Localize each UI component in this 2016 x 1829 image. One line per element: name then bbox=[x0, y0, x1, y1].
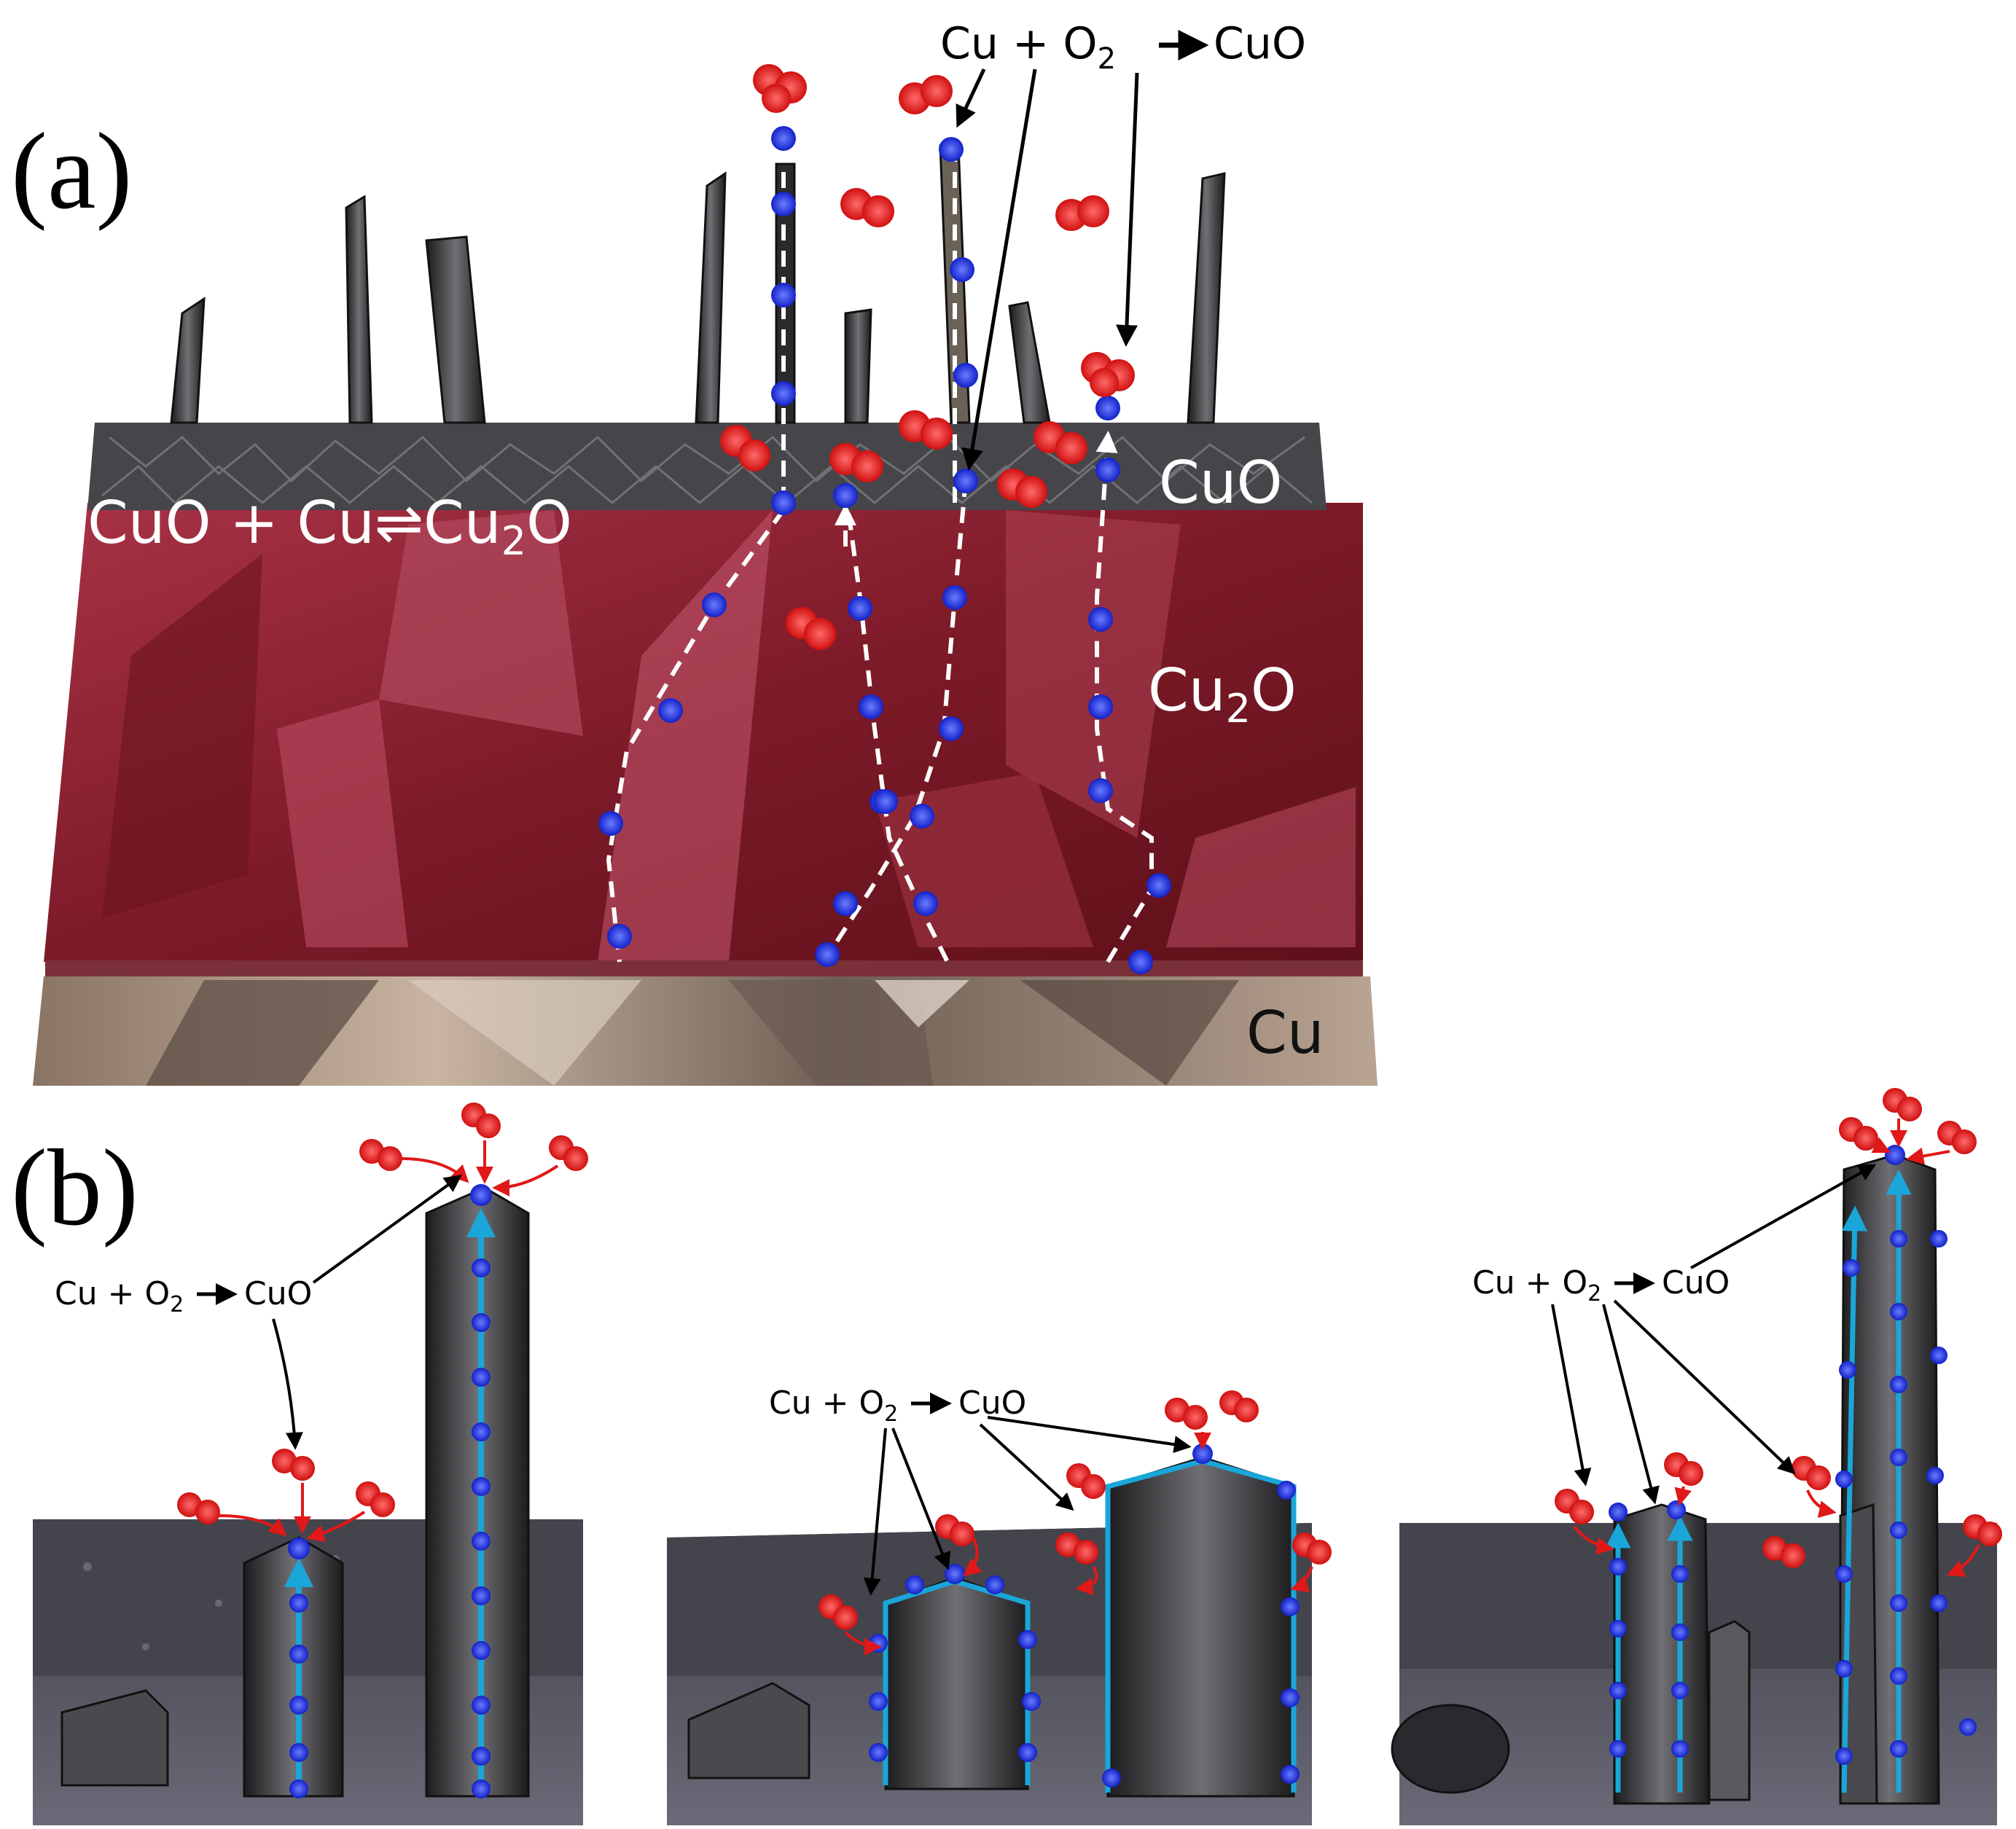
panel-a-letter: (a) bbox=[11, 111, 132, 232]
panel-b: (b) bbox=[11, 1088, 2002, 1825]
nanowire-medium-b bbox=[1106, 1456, 1295, 1798]
panel-b-stage-3: Cu + O2 CuO bbox=[1391, 1088, 2002, 1825]
panel-a-reaction-top: Cu + O2 bbox=[940, 18, 1116, 76]
panel-a-reaction-top-product: CuO bbox=[1214, 18, 1306, 69]
cuo-layer-label: CuO bbox=[1159, 449, 1283, 517]
oxygen-molecules bbox=[720, 64, 1135, 650]
panel-a-callout-arrows bbox=[956, 68, 1139, 471]
panel-b-reaction-3-product: CuO bbox=[1662, 1264, 1730, 1301]
panel-b-stage-2: Cu + O2 CuO bbox=[667, 1385, 1332, 1825]
panel-b-reaction-3: Cu + O2 bbox=[1472, 1264, 1601, 1307]
panel-a-equilibrium-label: CuO + Cu⇌Cu2O bbox=[87, 489, 572, 564]
panel-b-reaction-1-product: CuO bbox=[244, 1275, 312, 1312]
copper-ions bbox=[598, 126, 1171, 974]
panel-b-reaction-2: Cu + O2 bbox=[769, 1385, 898, 1427]
nanowire-medium-a bbox=[884, 1576, 1029, 1790]
panel-b-reaction-1: Cu + O2 bbox=[55, 1275, 184, 1317]
cu2o-layer-label: Cu2O bbox=[1148, 657, 1297, 732]
cu-substrate-layer bbox=[33, 976, 1378, 1086]
cu-layer-label: Cu bbox=[1246, 999, 1324, 1067]
panel-b-stage-1: Cu + O2 CuO bbox=[33, 1103, 588, 1825]
nanowire-short bbox=[243, 1536, 344, 1798]
panel-a: (a) bbox=[11, 18, 1378, 1086]
panel-b-reaction-2-product: CuO bbox=[958, 1385, 1026, 1422]
nanowire-branched-a bbox=[1613, 1503, 1711, 1805]
cuo-nanowires bbox=[170, 144, 1226, 424]
panel-b-letter: (b) bbox=[11, 1127, 138, 1248]
